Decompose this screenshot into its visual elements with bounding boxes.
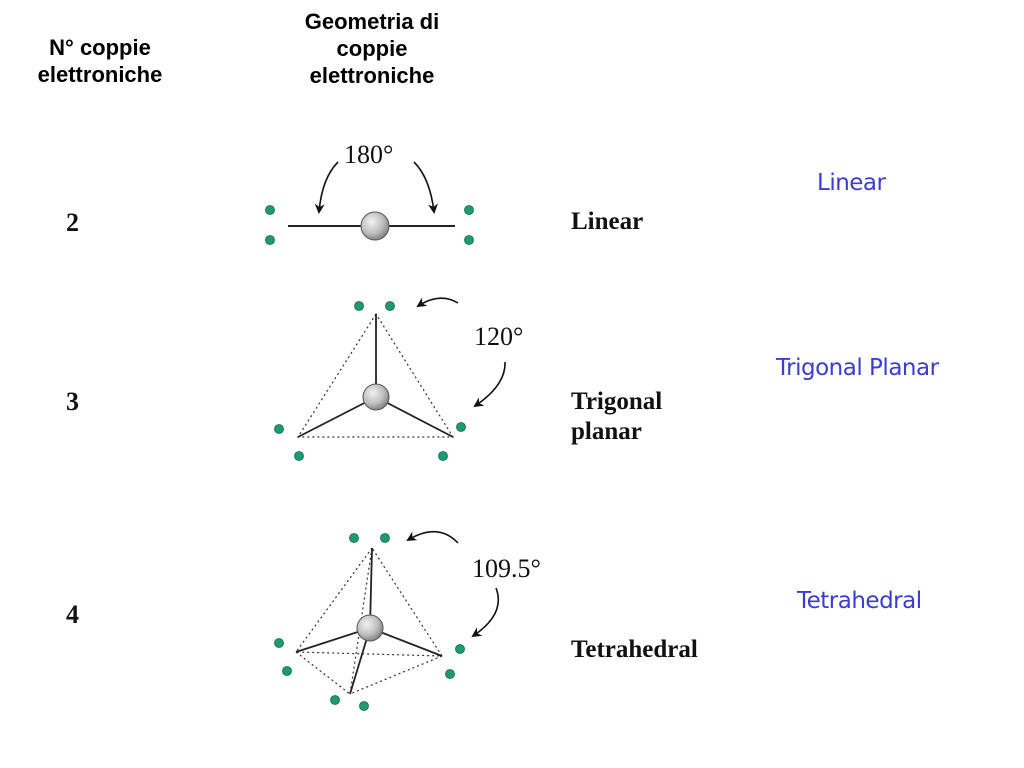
- electron-dot: [464, 205, 474, 215]
- geometry-label-linear: Linear: [571, 208, 644, 235]
- electron-dot: [354, 301, 364, 311]
- geometry-label-tetrahedral: Tetrahedral: [571, 636, 698, 663]
- electron-dot: [359, 701, 369, 711]
- electron-dot: [380, 533, 390, 543]
- trigonal-central-atom: [362, 383, 390, 411]
- electron-dot: [455, 644, 465, 654]
- tetrahedral-edge: [295, 651, 351, 695]
- electron-dot: [456, 422, 466, 432]
- geometry-label-trigonal: Trigonal planar: [571, 388, 663, 445]
- electron-dot: [464, 235, 474, 245]
- electron-dot: [330, 695, 340, 705]
- linear-central-atom: [360, 211, 390, 241]
- tetrahedral-central-atom: [356, 614, 384, 642]
- tetrahedral-back-face: [294, 546, 444, 657]
- electron-dot: [445, 669, 455, 679]
- angle-arrow-left: [314, 161, 339, 214]
- angle-arrow-top: [416, 297, 459, 308]
- electron-dot: [265, 235, 275, 245]
- angle-arrow-right: [413, 161, 439, 214]
- trigonal-bond: [375, 396, 454, 438]
- blue-label-tetrahedral: Tetrahedral: [797, 588, 922, 614]
- electron-dot: [294, 451, 304, 461]
- trigonal-bond: [297, 396, 377, 438]
- blue-label-trigonal: Trigonal Planar: [776, 355, 939, 381]
- angle-label-trigonal: 120°: [474, 322, 524, 351]
- electron-dot: [274, 638, 284, 648]
- electron-dot: [282, 666, 292, 676]
- linear-electron-pairs: [265, 205, 474, 245]
- angle-label-tetrahedral: 109.5°: [472, 554, 541, 583]
- row-count-tetrahedral: 4: [66, 600, 79, 629]
- blue-label-linear: Linear: [817, 170, 886, 196]
- tetrahedral-edge: [349, 655, 443, 695]
- trigonal-diagram: [274, 297, 506, 461]
- electron-dot: [274, 424, 284, 434]
- tetrahedral-electron-pairs: [274, 533, 465, 711]
- angle-arrow-bottom: [473, 361, 506, 408]
- electron-dot: [385, 301, 395, 311]
- trigonal-electron-pairs: [274, 301, 466, 461]
- electron-dot: [438, 451, 448, 461]
- angle-arrow-top: [406, 530, 459, 544]
- linear-diagram: [265, 161, 474, 245]
- column-header-pair-geometry: Geometria di coppie elettroniche: [304, 9, 440, 88]
- electron-dot: [349, 533, 359, 543]
- electron-dot: [265, 205, 275, 215]
- row-count-linear: 2: [66, 208, 79, 237]
- angle-label-linear: 180°: [344, 140, 394, 169]
- angle-arrow-bottom: [471, 587, 500, 638]
- tetrahedral-diagram: [274, 530, 500, 711]
- row-count-trigonal: 3: [66, 387, 79, 416]
- column-header-electron-pairs: N° coppie elettroniche: [37, 35, 163, 87]
